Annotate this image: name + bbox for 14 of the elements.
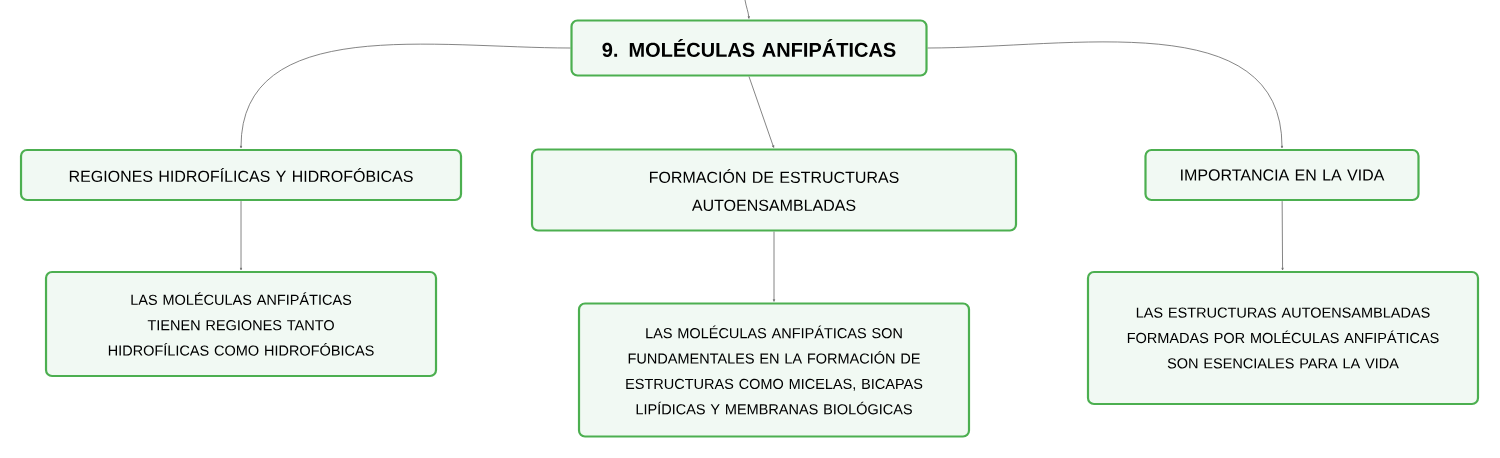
arrow [239, 43, 571, 149]
subtopic-box: IMPORTANCIA EN LA VIDA [1144, 148, 1420, 202]
arrow [1281, 200, 1284, 271]
subtopic-box: FORMACIÓN DE ESTRUCTURAS AUTOENSAMBLADAS [530, 148, 1018, 232]
arrow [927, 41, 1284, 149]
arrow [239, 200, 243, 271]
subtopic-box: REGIONES HIDROFÍLICAS Y HIDROFÓBICAS [19, 148, 463, 202]
detail-box: LAS MOLÉCULAS ANFIPÁTICAS TIENEN REGIONES TANTO HIDROFÍLICAS COMO HIDROFÓBICAS [44, 270, 438, 378]
arrow [772, 231, 776, 302]
detail-box: LAS ESTRUCTURAS AUTOENSAMBLADAS FORMADAS POR MOLÉCULAS ANFIPÁTICAS SON ESENCIALES PARA LA VIDA [1086, 270, 1480, 406]
topic-box: 9. MOLÉCULAS ANFIPÁTICAS [570, 19, 928, 77]
arrow [748, 76, 775, 148]
detail-box: LAS MOLÉCULAS ANFIPÁTICAS SON FUNDAMENTALES EN LA FORMACIÓN DE ESTRUCTURAS COMO MICELAS, BICAPAS LIPÍDICAS Y MEMBRANAS BIOLÓGICAS [577, 302, 971, 438]
arrow [744, 0, 750, 19]
